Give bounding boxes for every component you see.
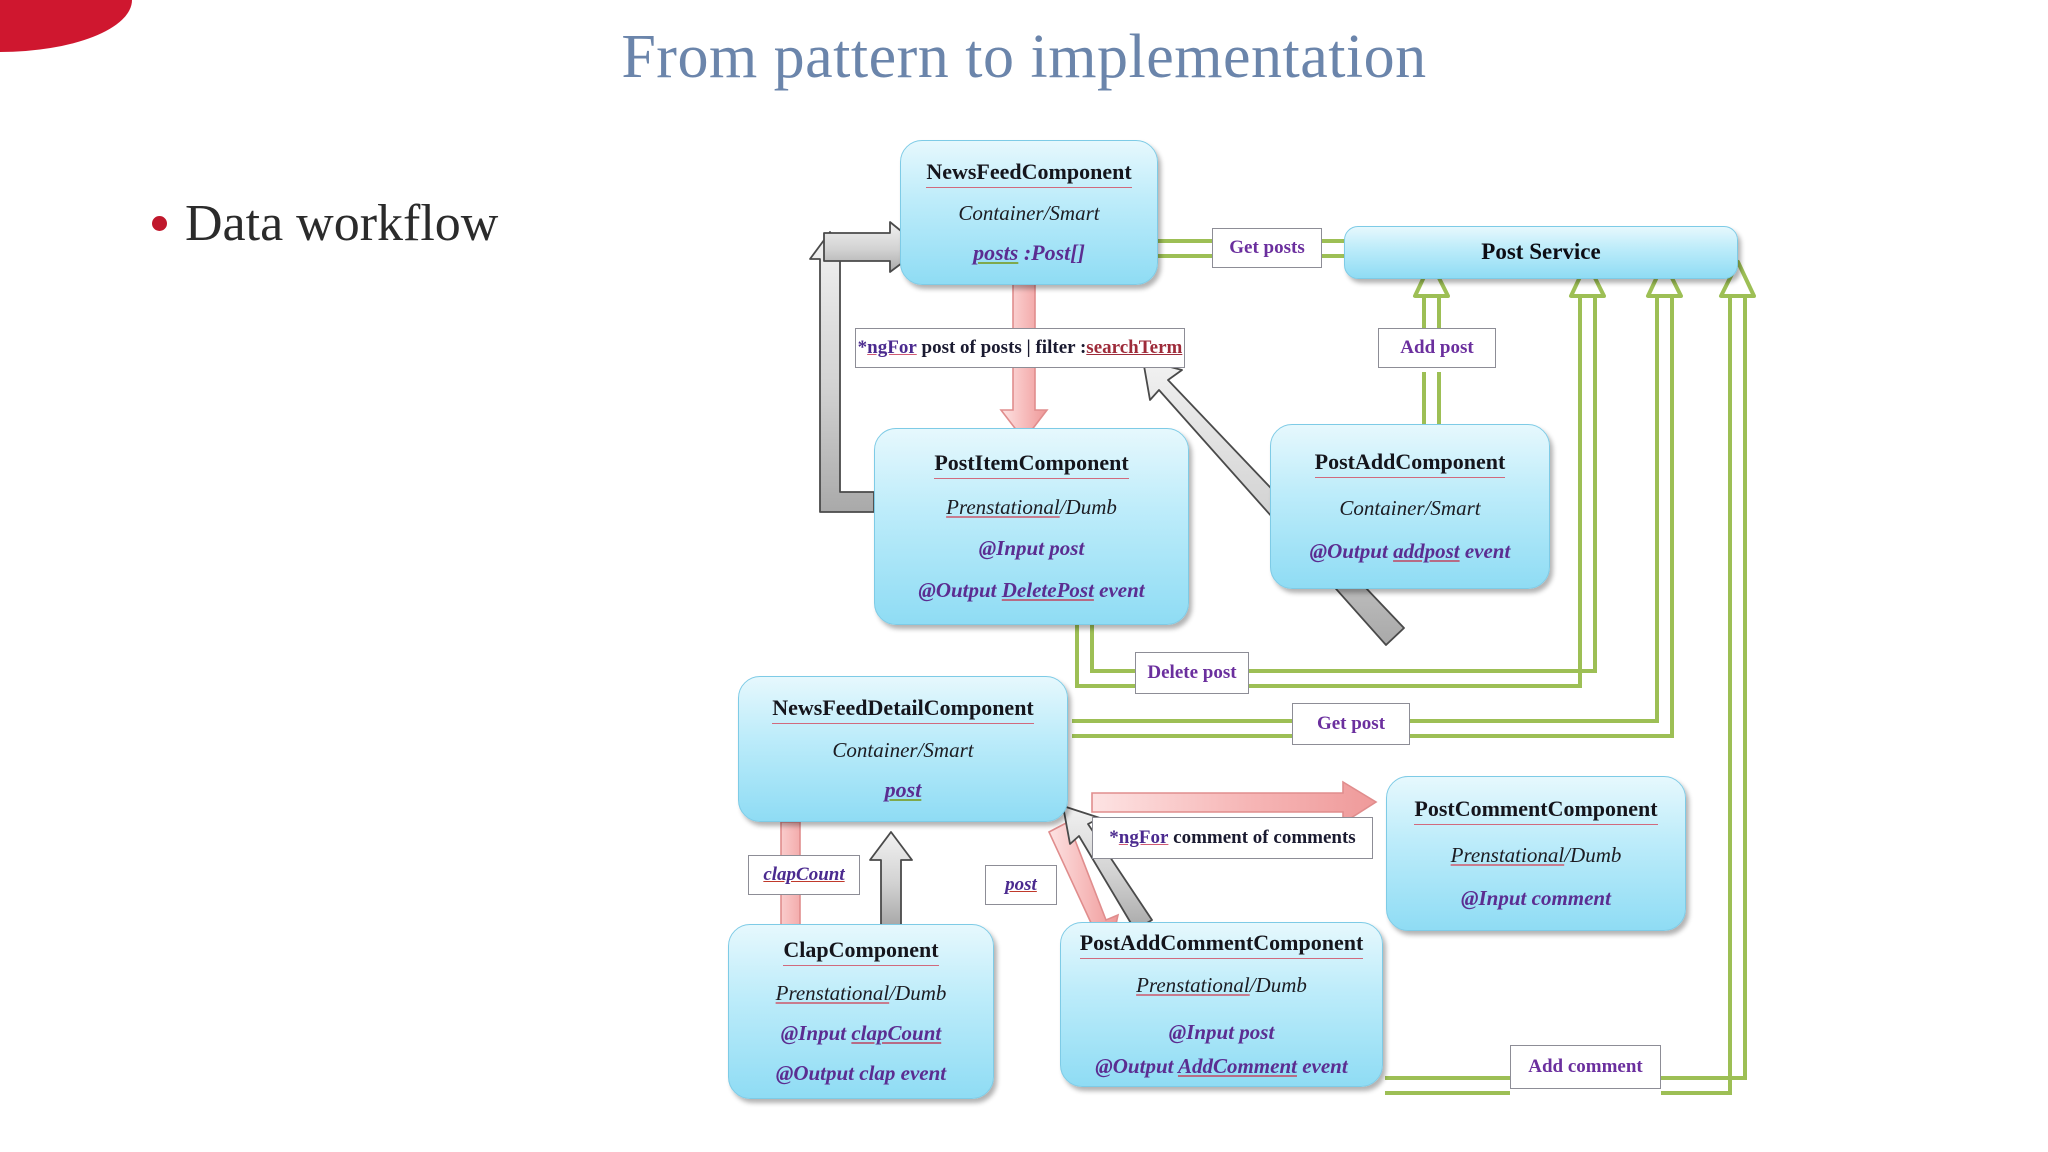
node-output: @Output DeletePost event: [918, 577, 1145, 602]
node-property: posts :Post[]: [973, 239, 1085, 265]
ngfor-expression: post of posts | filter :: [916, 337, 1087, 358]
node-title: NewsFeedComponent: [926, 159, 1132, 189]
node-input: @Input clapCount: [780, 1020, 942, 1045]
node-title: PostItemComponent: [934, 450, 1129, 480]
ngfor-keyword: *ngFor: [1109, 827, 1169, 848]
chip-add-post[interactable]: Add post: [1378, 328, 1496, 368]
chip-ngfor-comments[interactable]: *ngFor comment of comments: [1092, 817, 1373, 859]
node-news-feed-component[interactable]: NewsFeedComponent Container/Smart posts …: [900, 140, 1158, 285]
node-title: PostAddComponent: [1314, 449, 1506, 478]
chip-label: Get post: [1316, 713, 1386, 734]
page-title: From pattern to implementation: [621, 23, 1427, 91]
node-post-add-comment-component[interactable]: PostAddCommentComponent Prenstational/Du…: [1060, 922, 1383, 1087]
chip-clap-count[interactable]: clapCount: [748, 855, 860, 895]
node-title: NewsFeedDetailComponent: [772, 695, 1034, 724]
chip-label: post: [1005, 874, 1037, 895]
node-output: @Output AddComment event: [1095, 1053, 1348, 1078]
node-kind: Prenstational/Dumb: [1450, 842, 1622, 867]
ngfor-expression: comment of comments: [1168, 827, 1356, 848]
chip-post[interactable]: post: [985, 865, 1057, 905]
chip-ngfor-posts[interactable]: *ngFor post of posts | filter : searchTe…: [855, 328, 1185, 368]
node-post-comment-component[interactable]: PostCommentComponent Prenstational/Dumb …: [1386, 776, 1686, 931]
chip-label: Get posts: [1229, 237, 1305, 258]
node-kind: Prenstational/Dumb: [946, 495, 1117, 520]
chip-label: clapCount: [763, 864, 845, 885]
chip-label: Delete post: [1147, 662, 1237, 683]
node-title: ClapComponent: [783, 937, 939, 966]
ngfor-keyword: *ngFor: [857, 337, 917, 358]
chip-get-post[interactable]: Get post: [1292, 703, 1410, 745]
node-output: @Output clap event: [775, 1061, 947, 1085]
node-input: @Input comment: [1461, 885, 1611, 910]
bullet-item: Data workflow: [152, 194, 498, 253]
node-property: post: [884, 777, 922, 802]
node-post-service[interactable]: Post Service: [1344, 226, 1738, 279]
node-input: @Input post: [978, 536, 1085, 561]
chip-label: Add post: [1400, 337, 1474, 358]
node-kind: Container/Smart: [1339, 495, 1481, 520]
chip-add-comment[interactable]: Add comment: [1510, 1045, 1661, 1089]
bullet-dot-icon: [152, 216, 167, 231]
node-kind: Container/Smart: [832, 737, 974, 762]
node-kind: Prenstational/Dumb: [1136, 973, 1307, 998]
node-output: @Output addpost event: [1309, 538, 1511, 563]
node-clap-component[interactable]: ClapComponent Prenstational/Dumb @Input …: [728, 924, 994, 1099]
node-title: PostCommentComponent: [1414, 796, 1658, 825]
bullet-label: Data workflow: [185, 195, 499, 252]
node-kind: Prenstational/Dumb: [775, 980, 947, 1005]
node-title: Post Service: [1481, 238, 1601, 264]
node-post-add-component[interactable]: PostAddComponent Container/Smart @Output…: [1270, 424, 1550, 589]
chip-delete-post[interactable]: Delete post: [1135, 652, 1249, 694]
node-input: @Input post: [1168, 1020, 1275, 1045]
node-title: PostAddCommentComponent: [1079, 930, 1364, 960]
chip-get-posts[interactable]: Get posts: [1212, 228, 1322, 268]
node-news-feed-detail-component[interactable]: NewsFeedDetailComponent Container/Smart …: [738, 676, 1068, 822]
node-post-item-component[interactable]: PostItemComponent Prenstational/Dumb @In…: [874, 428, 1189, 625]
node-kind: Container/Smart: [958, 201, 1100, 226]
chip-label: Add comment: [1528, 1056, 1643, 1077]
ngfor-filter-term: searchTerm: [1086, 337, 1183, 358]
